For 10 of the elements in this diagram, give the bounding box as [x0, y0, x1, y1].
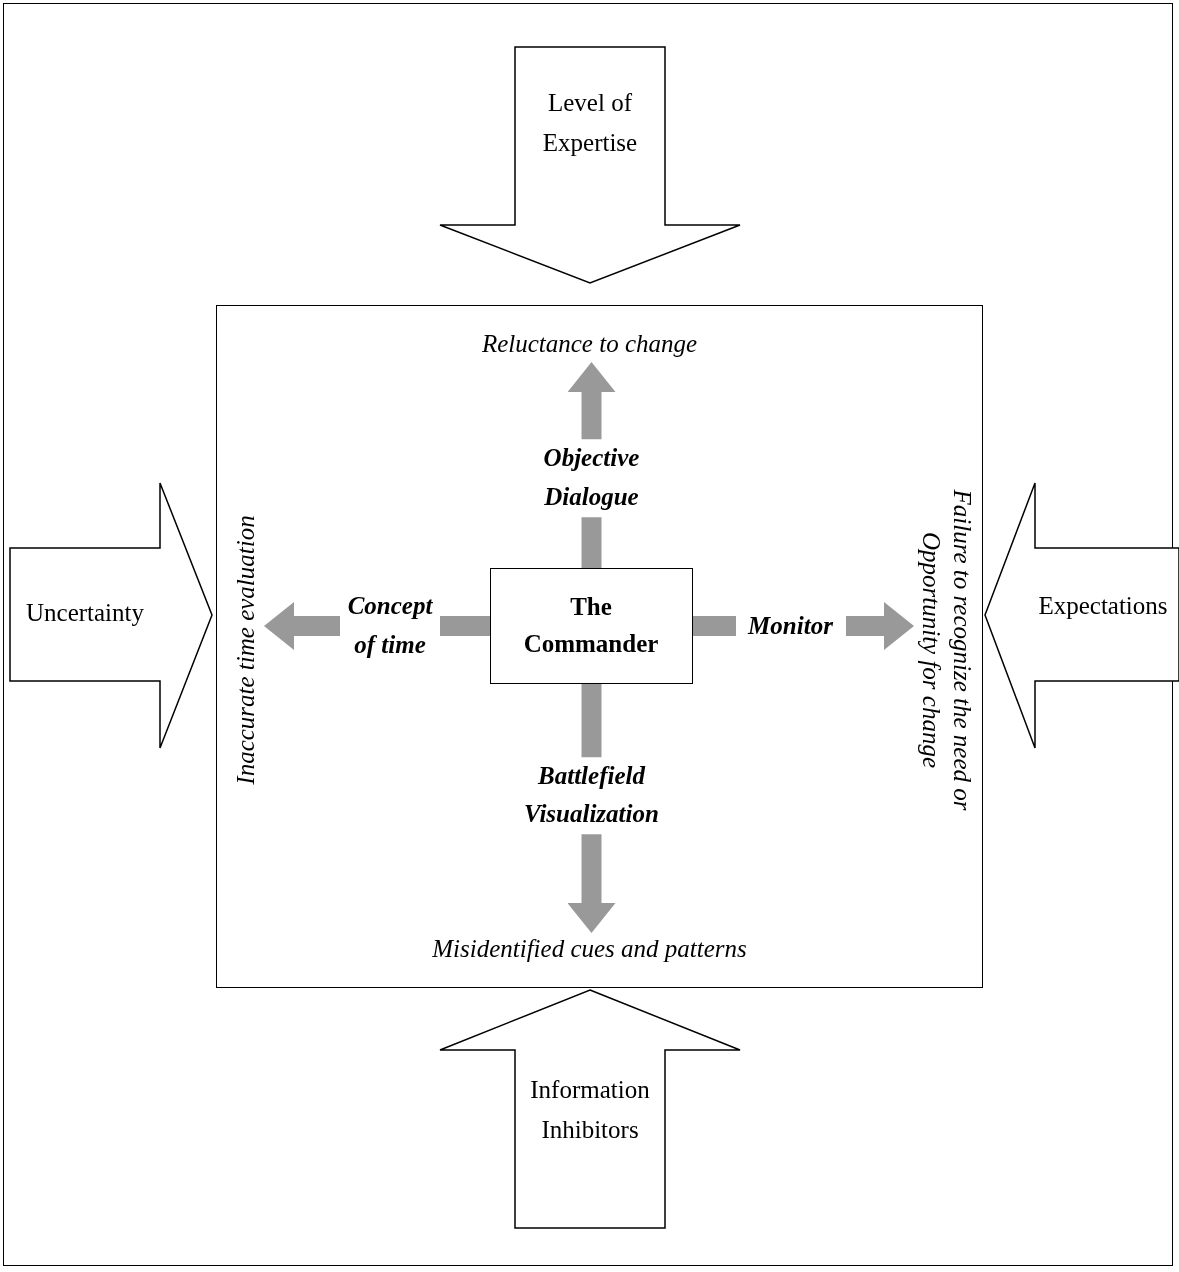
italic-label: Reluctance to change — [439, 327, 740, 362]
italic-label: Misidentified cues and patterns — [399, 932, 780, 967]
commander-box: The Commander — [489, 567, 693, 684]
arrow-label: Information Inhibitors — [529, 1075, 651, 1145]
arrow-label: Expectations — [1037, 591, 1169, 621]
arrow-label: Uncertainty — [25, 598, 145, 628]
rotated-label: Failure to recognize the need or Opportunity for change — [916, 488, 977, 813]
frame-box — [216, 305, 983, 988]
arrow-label: Level of Expertise — [541, 88, 639, 158]
rotated-label: Inaccurate time evaluation — [230, 513, 260, 787]
